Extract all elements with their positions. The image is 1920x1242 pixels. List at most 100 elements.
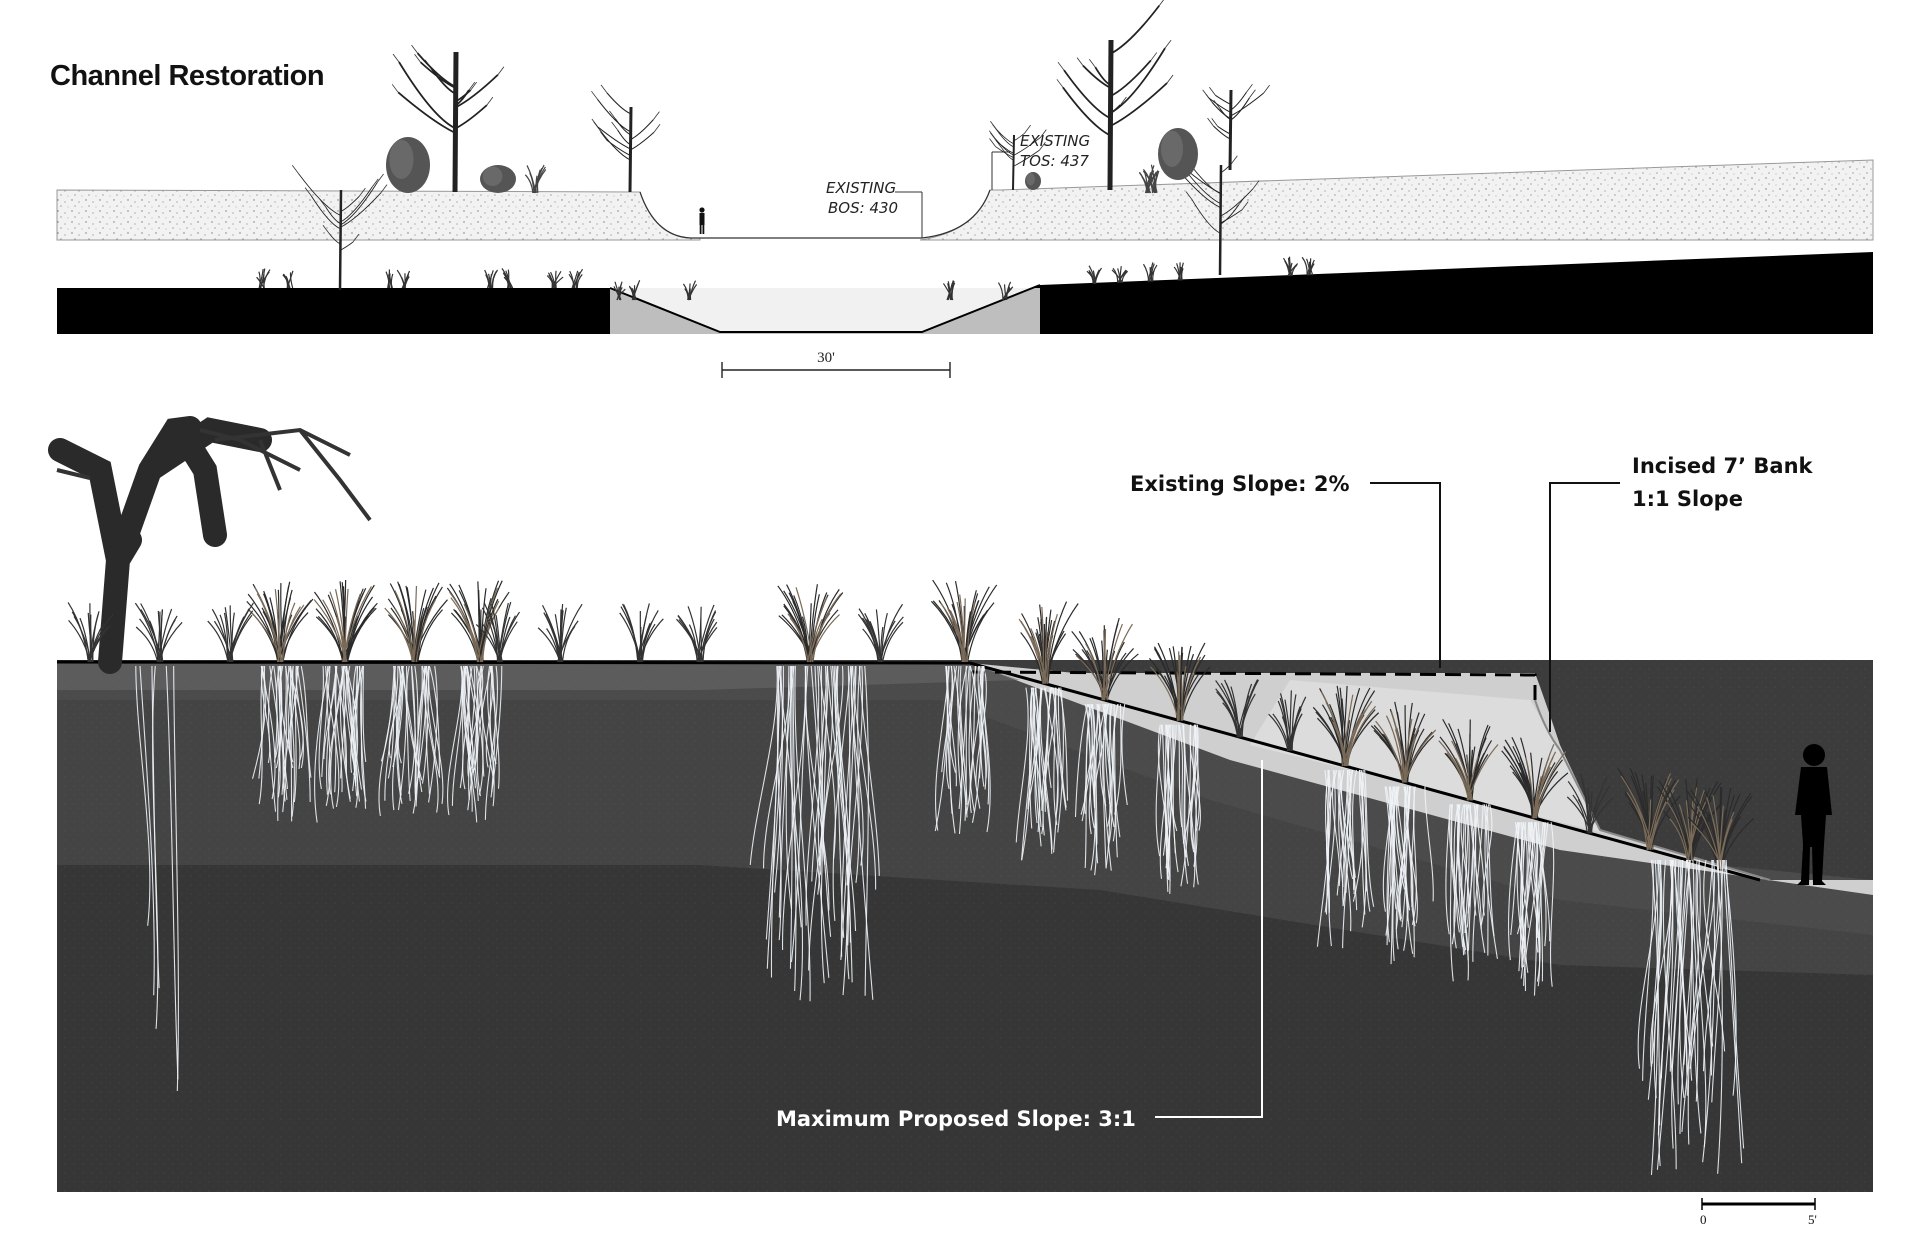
grass-clump-icon [1018, 606, 1058, 684]
grass-clump-icon [619, 603, 664, 663]
grass-clump-icon [384, 585, 437, 663]
grass-clump-icon [1620, 773, 1680, 850]
grass-clump-icon [1375, 711, 1437, 783]
proposed-grade-line [56, 660, 1761, 882]
scale-bar-end-label: 5' [1808, 1212, 1817, 1227]
grass-clump-icon [787, 587, 842, 663]
grass-clump-icon [568, 268, 584, 289]
upper-section [56, 151, 1874, 378]
grass-clump-icon [1111, 266, 1129, 284]
channel-width-dimension [721, 362, 951, 378]
grass-clump-icon [613, 281, 626, 301]
lower-section [56, 482, 1873, 1242]
root-system-icon [749, 665, 880, 1002]
incised-bank-label-line-1: Incised 7’ Bank [1632, 454, 1814, 478]
root-system-icon [314, 665, 367, 823]
existing-slope-leader [1370, 482, 1441, 668]
vegetation-layer [48, 0, 1755, 1175]
grass-clump-icon [249, 587, 305, 663]
incised-bank-line [1534, 699, 1771, 881]
grass-clump-icon [207, 602, 255, 663]
grass-clump-icon [1501, 736, 1569, 819]
tree-icon [1202, 84, 1270, 171]
shrub-icon [480, 165, 516, 193]
label-leaders [1155, 482, 1620, 1118]
grass-clump-icon [1086, 265, 1102, 285]
existing-slope-label: Existing Slope: 2% [1130, 472, 1350, 496]
root-system-icon [135, 665, 179, 1091]
person-silhouette-icon [1795, 744, 1832, 885]
grass-clump-icon [484, 269, 499, 289]
grass-clump-icon [1438, 740, 1499, 801]
tree-icon [391, 44, 505, 193]
proposed-slope-leader [1155, 760, 1263, 1118]
grass-clump-icon [449, 587, 500, 663]
root-system-icon [251, 665, 312, 822]
proposed-ground [57, 252, 1873, 334]
grass-clump-icon [1566, 773, 1614, 834]
shrub-icon [386, 137, 430, 193]
bos-label-line-1: EXISTING [826, 179, 896, 197]
root-system-icon [447, 665, 503, 823]
root-system-icon [1316, 769, 1375, 949]
grass-clump-icon [940, 594, 976, 663]
grass-clump-icon [997, 281, 1014, 301]
grass-clump-icon [682, 280, 698, 301]
tree-icon [988, 120, 1047, 191]
incised-bank-leader [1549, 482, 1620, 732]
root-system-icon [1508, 822, 1555, 996]
grass-clump-icon [537, 603, 583, 663]
root-system-icon [934, 665, 991, 834]
grass-clump-icon [546, 270, 564, 289]
existing-ground-right [919, 159, 1874, 241]
root-system-icon [1155, 724, 1201, 894]
grass-clump-icon [396, 269, 411, 289]
grass-clump-icon [385, 269, 394, 289]
grass-clump-icon [1283, 256, 1299, 277]
scale-bar-start-label: 0 [1700, 1212, 1707, 1227]
shrub-icon [1158, 128, 1198, 180]
person-silhouette-icon [699, 207, 705, 234]
grass-clump-icon [256, 268, 271, 289]
grass-clump-icon [67, 602, 114, 663]
grass-clump-icon [676, 604, 718, 663]
proposed-channel-band [610, 288, 1040, 334]
tree-icon [48, 416, 372, 674]
scale-bar [1701, 1198, 1816, 1210]
incised-bank-label-line-2: 1:1 Slope [1632, 487, 1743, 511]
grass-clump-icon [524, 164, 547, 194]
root-system-icon [1445, 804, 1498, 982]
tos-label-line-2: TOS: 437 [1020, 152, 1089, 170]
grass-clump-icon [1173, 262, 1184, 281]
grass-clump-icon [1075, 623, 1133, 701]
tos-label-line-1: EXISTING [1020, 132, 1090, 150]
root-system-icon [1074, 703, 1128, 876]
grass-clump-icon [134, 602, 183, 663]
tree-icon [591, 84, 661, 193]
grass-clump-icon [1301, 256, 1315, 276]
root-system-icon [378, 665, 444, 817]
existing-ground-left [56, 189, 701, 241]
grass-clump-icon [501, 268, 514, 289]
tree-icon [1056, 0, 1174, 191]
figure-title: Channel Restoration [50, 60, 325, 92]
grass-clump-icon [313, 586, 372, 663]
root-system-icon [1382, 786, 1434, 965]
grass-clump-icon [1215, 679, 1259, 738]
proposed-slope-label: Maximum Proposed Slope: 3:1 [776, 1107, 1136, 1131]
grass-clump-icon [628, 280, 641, 301]
bos-label-line-2: BOS: 430 [828, 199, 898, 217]
grass-clump-icon [1149, 651, 1202, 721]
grass-clump-icon [1320, 691, 1376, 767]
tree-icon [291, 165, 388, 291]
grass-clump-icon [1142, 164, 1160, 194]
root-system-icon [1637, 859, 1745, 1175]
grass-clump-icon [1268, 690, 1307, 752]
grass-clump-icon [942, 280, 956, 301]
grass-clump-icon [1142, 262, 1158, 282]
grass-clump-icon [475, 601, 520, 663]
grass-clump-icon [282, 270, 294, 289]
grass-clump-icon [857, 603, 904, 663]
grass-clump-icon [1525, 743, 1567, 819]
